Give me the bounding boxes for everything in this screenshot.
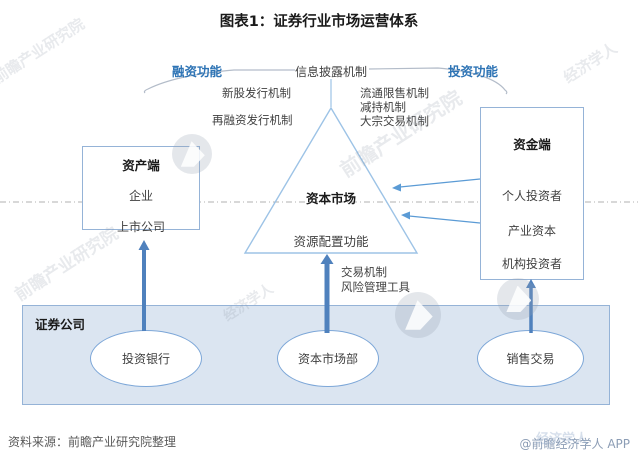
trading-mechanism-label: 交易机制 <box>341 265 387 279</box>
asset-item-listed-company: 上市公司 <box>116 220 165 234</box>
circulation-restriction-mechanism: 流通限售机制 <box>360 86 429 100</box>
investment-banking-label: 投资银行 <box>121 352 170 366</box>
new-share-issuance-mechanism: 新股发行机制 <box>222 86 291 100</box>
disclosure-mechanism-label: 信息披露机制 <box>295 65 368 79</box>
brand-note: @前瞻经济学人 APP <box>519 437 631 451</box>
capital-market-dept-ellipse: 资本市场部 <box>277 330 379 387</box>
watermark-text-topright: 经济学人 <box>560 39 621 87</box>
fund-side-box: 资金端 个人投资者 产业资本 机构投资者 <box>480 107 584 280</box>
fund-to-market-arrow-top <box>392 178 481 192</box>
fund-item-institutional-investor: 机构投资者 <box>501 257 562 271</box>
page-title: 图表1：证券行业市场运营体系 <box>219 14 419 30</box>
asset-side-box: 资产端 企业 上市公司 <box>82 146 200 234</box>
capital-market-label: 资本市场 <box>305 191 356 206</box>
financing-function-label: 融资功能 <box>172 64 223 79</box>
sales-trading-ellipse: 销售交易 <box>477 330 584 387</box>
fund-to-market-arrow-bottom <box>401 211 481 224</box>
securities-company-title: 证券公司 <box>35 317 86 332</box>
block-trading-mechanism: 大宗交易机制 <box>360 114 429 128</box>
refinancing-issuance-mechanism: 再融资发行机制 <box>212 113 293 127</box>
asset-item-enterprise: 企业 <box>128 189 153 203</box>
capital-market-dept-label: 资本市场部 <box>297 352 358 366</box>
investment-banking-ellipse: 投资银行 <box>90 330 202 387</box>
source-note: 资料来源：前瞻产业研究院整理 <box>8 435 177 449</box>
fund-item-industrial-capital: 产业资本 <box>507 224 556 238</box>
sales-trading-label: 销售交易 <box>506 352 555 366</box>
investment-function-label: 投资功能 <box>448 64 499 79</box>
fund-item-individual-investor: 个人投资者 <box>501 189 562 203</box>
risk-management-tools-label: 风险管理工具 <box>341 280 410 294</box>
asset-side-title: 资产端 <box>122 158 160 173</box>
fund-side-title: 资金端 <box>513 137 551 152</box>
resource-allocation-label: 资源配置功能 <box>293 234 369 249</box>
holding-reduction-mechanism: 减持机制 <box>360 100 406 114</box>
